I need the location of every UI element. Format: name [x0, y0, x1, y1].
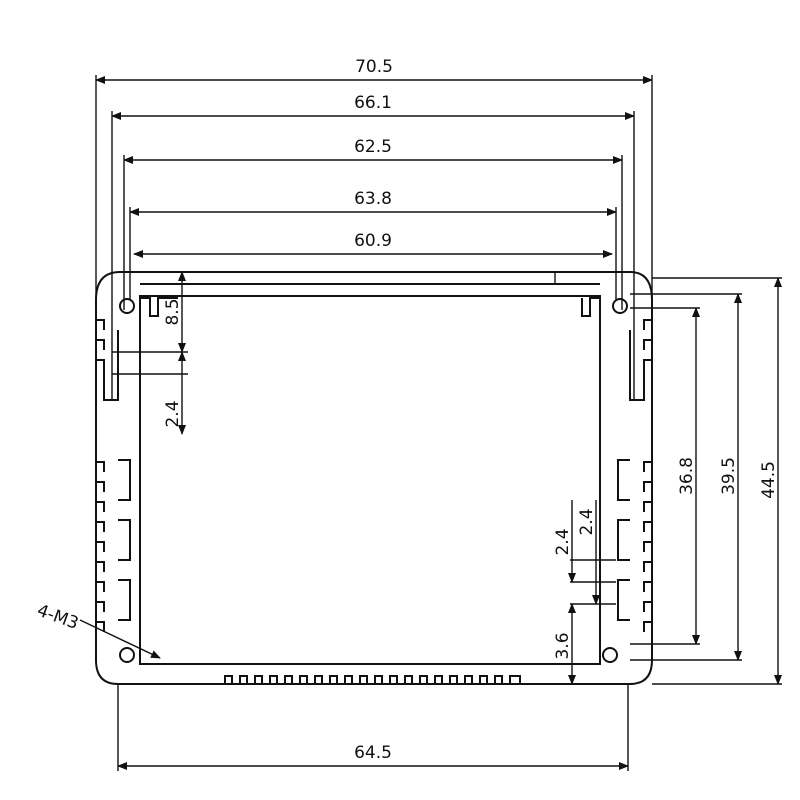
dim-2-4-b: 2.4: [577, 508, 597, 535]
dim-3-6: 3.6: [553, 632, 573, 659]
inner-cavity: [139, 295, 601, 665]
dim-2-4-a: 2.4: [553, 528, 573, 555]
dim-62-5: 62.5: [354, 137, 392, 157]
dim-64-5: 64.5: [354, 743, 392, 763]
screw-hole-top-left: [119, 298, 135, 314]
enclosure-profile: [95, 271, 653, 685]
left-fins: [96, 319, 131, 632]
dim-60-9: 60.9: [354, 231, 392, 251]
hole-spec-label: 4-M3: [34, 601, 81, 634]
dim-63-8: 63.8: [354, 189, 392, 209]
dim-44-5: 44.5: [759, 461, 779, 499]
dim-39-5: 39.5: [719, 457, 739, 495]
dim-70-5: 70.5: [355, 57, 393, 77]
right-fins: [617, 319, 652, 632]
screw-hole-bottom-right: [602, 647, 618, 663]
dim-66-1: 66.1: [354, 93, 392, 113]
screw-holes: [119, 297, 628, 663]
outer-shell: [95, 271, 653, 685]
dimension-labels: 70.5 66.1 62.5 63.8 60.9 64.5 8.5 2.4 2.…: [34, 57, 779, 763]
dim-2-4-left: 2.4: [163, 400, 183, 427]
dim-8-5: 8.5: [163, 298, 183, 325]
screw-hole-top-right: [612, 298, 628, 314]
dimension-lines: [79, 75, 782, 771]
bottom-fins: [224, 675, 521, 684]
dim-36-8: 36.8: [677, 457, 697, 495]
screw-hole-bottom-left: [119, 647, 135, 663]
